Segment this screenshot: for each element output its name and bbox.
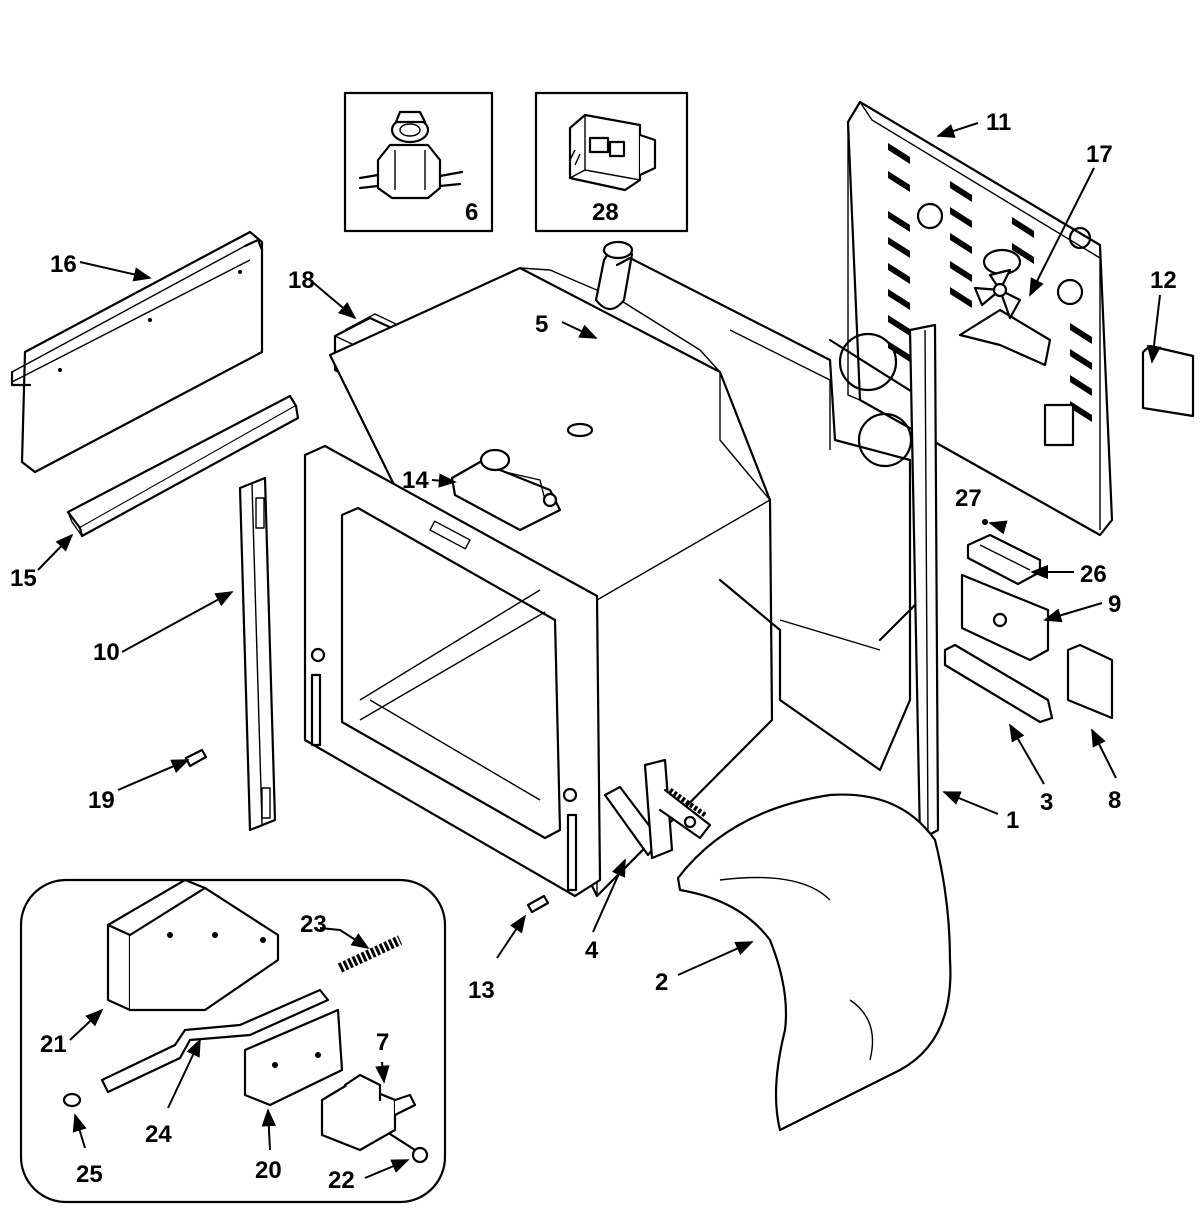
part-label-2: 2: [655, 969, 668, 996]
mounting-bracket: [960, 573, 1050, 662]
part-labels: 1 2 3 4 5 6 7 8 9 10 11 12 13 14 15 16 1…: [10, 109, 1177, 1194]
part-label-26: 26: [1080, 561, 1107, 588]
part-label-14: 14: [402, 467, 429, 494]
door-lock-inset-box: [19, 878, 447, 1204]
oven-thermostat-bracket: [450, 448, 562, 532]
inset-box-thermostat: [343, 91, 494, 233]
part-label-3: 3: [1040, 789, 1053, 816]
part-label-13: 13: [468, 977, 495, 1004]
screw-small: [526, 894, 550, 914]
rear-cavity-wall: [615, 256, 937, 772]
lock-screw: [388, 1132, 429, 1164]
part-label-4: 4: [585, 937, 599, 964]
lock-plate: [243, 1008, 344, 1107]
part-label-27: 27: [955, 485, 982, 512]
terminal-block: [966, 519, 1042, 586]
lock-cap: [62, 1092, 82, 1108]
part-label-11: 11: [986, 109, 1011, 136]
lock-rod: [100, 988, 330, 1094]
side-rail: [238, 476, 277, 832]
part-label-21: 21: [40, 1031, 67, 1058]
lock-bracket: [106, 878, 280, 1012]
rear-panel-vent-slots: [888, 143, 1092, 422]
part-label-28: 28: [592, 199, 619, 226]
part-label-22: 22: [328, 1167, 355, 1194]
oven-cavity: [303, 266, 774, 898]
top-rail-panel: [10, 230, 264, 474]
leader-lines: [37, 122, 1162, 1179]
part-label-8: 8: [1108, 787, 1121, 814]
rear-panel: [846, 100, 1114, 537]
cover-plate: [1141, 344, 1195, 418]
part-label-16: 16: [50, 251, 77, 278]
part-label-20: 20: [255, 1157, 282, 1184]
bottom-rail: [943, 643, 1054, 724]
part-label-6: 6: [465, 199, 478, 226]
part-label-23: 23: [300, 911, 327, 938]
screw-small-2: [184, 748, 208, 768]
part-label-17: 17: [1086, 141, 1113, 168]
part-label-5: 5: [535, 311, 548, 338]
relay-part-drawing: [568, 113, 657, 192]
vent-tube: [594, 240, 634, 311]
thermostat-part-drawing: [358, 110, 464, 200]
part-label-9: 9: [1108, 591, 1121, 618]
part-label-7: 7: [376, 1029, 389, 1056]
convection-fan: [958, 248, 1052, 367]
side-frame-rail: [908, 323, 940, 842]
small-plate: [1066, 643, 1114, 720]
part-label-19: 19: [88, 787, 115, 814]
front-trim-strip: [66, 394, 300, 538]
oven-front-frame: [303, 444, 602, 898]
door-lock-switch: [320, 1073, 417, 1152]
part-label-15: 15: [10, 565, 37, 592]
part-label-18: 18: [288, 267, 315, 294]
part-label-10: 10: [93, 639, 120, 666]
inset-box-relay: [534, 91, 689, 233]
part-label-12: 12: [1150, 267, 1177, 294]
part-label-25: 25: [76, 1161, 103, 1188]
part-label-24: 24: [145, 1121, 172, 1148]
insulation-blanket: [676, 793, 952, 1132]
part-label-1: 1: [1006, 807, 1019, 834]
lock-spring: [337, 935, 403, 973]
door-hinge: [603, 758, 712, 860]
